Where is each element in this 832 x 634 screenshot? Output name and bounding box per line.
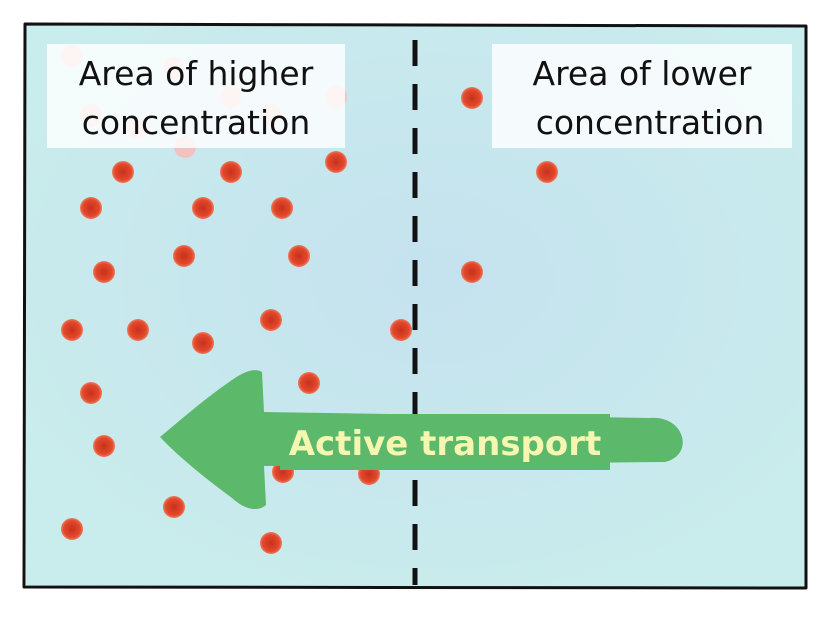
higher-label-box [47, 44, 345, 148]
lower-label-line-2: concentration [536, 103, 765, 142]
particle [260, 532, 282, 554]
particle [288, 245, 310, 267]
particle [173, 245, 195, 267]
particle [271, 197, 293, 219]
particle [325, 151, 347, 173]
particle [61, 518, 83, 540]
particle [220, 161, 242, 183]
particle [112, 161, 134, 183]
higher-label-line-2: concentration [82, 103, 311, 142]
lower-label-box [492, 44, 792, 148]
lower-concentration-label: Area of lower concentration [492, 44, 792, 148]
particle [536, 161, 558, 183]
particle [298, 372, 320, 394]
particle [192, 332, 214, 354]
particle [80, 197, 102, 219]
particle [127, 319, 149, 341]
higher-concentration-label: Area of higher concentration [47, 44, 345, 148]
lower-label-line-1: Area of lower [533, 54, 752, 93]
particle [192, 197, 214, 219]
particle [93, 261, 115, 283]
particle [461, 87, 483, 109]
higher-label-line-1: Area of higher [79, 54, 314, 93]
active-transport-label: Active transport [289, 424, 602, 464]
particle [61, 319, 83, 341]
particle [80, 382, 102, 404]
particle [390, 319, 412, 341]
particle [461, 261, 483, 283]
particles [61, 87, 558, 554]
particle [163, 496, 185, 518]
active-transport-arrow: Active transport [160, 370, 683, 510]
arrow-label-box [280, 414, 610, 470]
particle [93, 435, 115, 457]
particle [260, 309, 282, 331]
container-border [22, 22, 808, 590]
